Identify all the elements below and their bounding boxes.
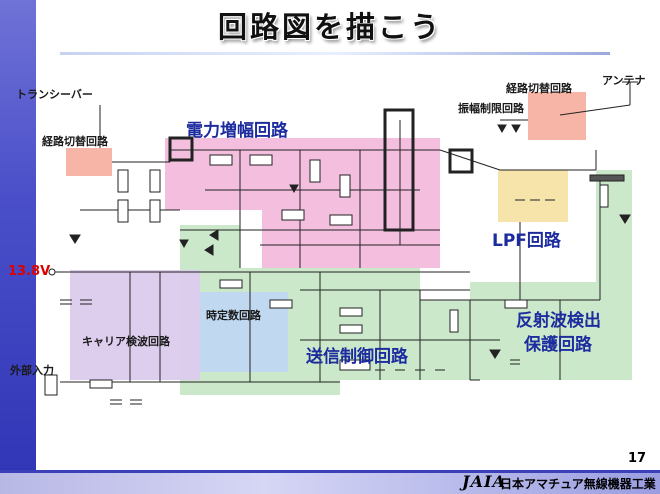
label-external-input: 外部入力 (10, 364, 54, 377)
label-power-amp: 電力増幅回路 (186, 121, 288, 141)
zone-power-amp (165, 138, 440, 268)
label-tx-control: 送信制御回路 (306, 347, 408, 367)
diodes (69, 124, 631, 359)
label-reflected-wave-1: 反射波検出 (516, 311, 601, 331)
page-title: 回路図を描こう (217, 10, 442, 44)
zone-switch-right (528, 92, 586, 140)
antenna-icon (622, 81, 638, 105)
label-antenna: アンテナ (602, 74, 646, 87)
label-carrier-detect: キャリア検波回路 (82, 335, 170, 348)
label-voltage: 13.8V (8, 264, 51, 279)
components (44, 108, 625, 396)
zone-lpf (498, 170, 568, 222)
organization-name: 日本アマチュア無線機器工業会 (500, 477, 656, 491)
page-number: 17 (628, 451, 647, 466)
voltage-input-marker (48, 268, 56, 276)
label-transceiver: トランシーバー (16, 88, 93, 101)
zone-switch-left (66, 148, 112, 176)
left-sidebar-band (0, 0, 36, 494)
label-reflected-wave-2: 保護回路 (524, 335, 592, 355)
label-route-switch-right: 経路切替回路 (506, 82, 572, 95)
label-lpf: LPF回路 (492, 231, 561, 251)
label-route-switch-left: 経路切替回路 (42, 135, 108, 148)
title-underline (60, 52, 610, 55)
zone-tx-control (180, 170, 632, 395)
label-time-constant: 時定数回路 (206, 309, 261, 322)
ground-marks (60, 199, 555, 405)
zone-carrier-detect (70, 270, 200, 380)
label-amplitude-limit: 振幅制限回路 (458, 102, 524, 115)
footer-band (0, 470, 660, 494)
circuit-diagram (44, 81, 638, 405)
footer-top-rule (0, 470, 660, 473)
jaia-logo: JAIA (462, 472, 506, 491)
